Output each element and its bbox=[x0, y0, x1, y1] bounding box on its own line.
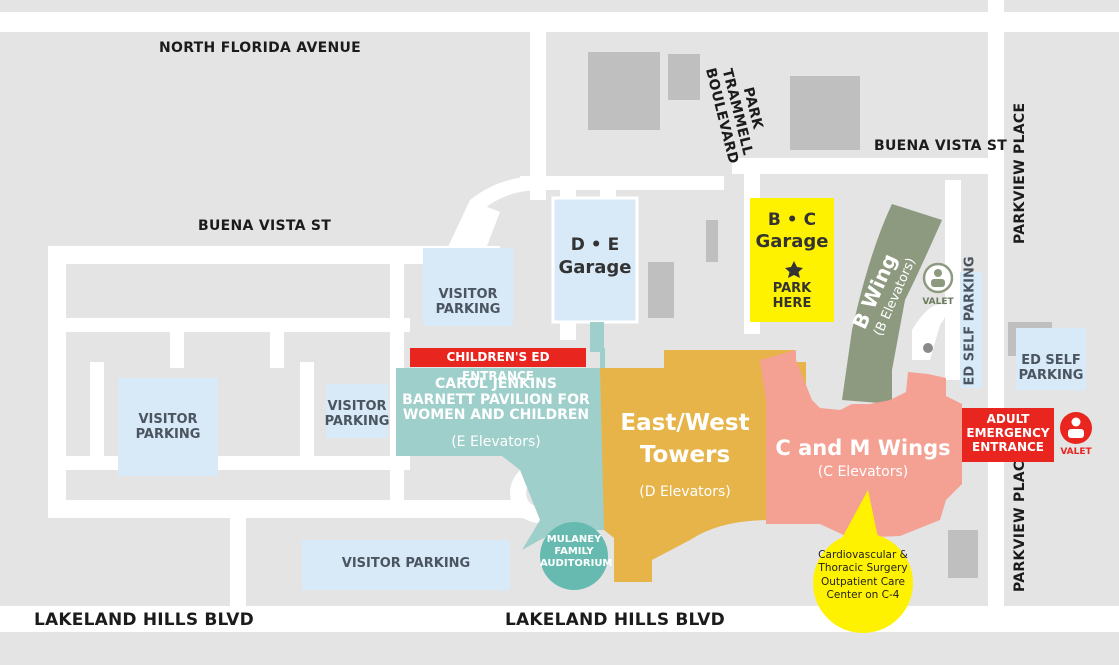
de-garage-word: Garage bbox=[558, 257, 632, 278]
pavilion-name: CAROL JENKINS BARNETT PAVILION FOR WOMEN… bbox=[402, 376, 590, 424]
towers-name-line1: East/West bbox=[620, 410, 750, 436]
valet-person-icon-right bbox=[1060, 412, 1092, 444]
visitor-parking-small-label: VISITOR PARKING bbox=[324, 399, 390, 429]
visitor-parking-top-label: VISITOR PARKING bbox=[435, 287, 501, 317]
road-buena-vista-right: BUENA VISTA ST bbox=[874, 138, 1008, 154]
star-icon bbox=[785, 261, 803, 278]
road-parkview-bottom: PARKVIEW PLACE bbox=[1011, 450, 1028, 593]
de-garage-shape bbox=[551, 196, 639, 324]
gray-buildings bbox=[588, 52, 1052, 578]
valet-label-right: VALET bbox=[1060, 447, 1092, 457]
bc-garage-park-here: PARK HERE bbox=[772, 281, 812, 311]
bc-garage-shape bbox=[750, 198, 834, 322]
towers-shape bbox=[600, 350, 806, 582]
b-wing-shape bbox=[842, 204, 942, 404]
road-parkview-top: PARKVIEW PLACE bbox=[1011, 102, 1028, 245]
pavilion-elevators: (E Elevators) bbox=[451, 434, 541, 450]
cm-wings-shape bbox=[760, 350, 962, 538]
cm-wings-name: C and M Wings bbox=[775, 436, 951, 460]
childrens-ed-entrance-tag: CHILDREN'S ED ENTRANCE bbox=[410, 348, 586, 383]
bc-garage-word: Garage bbox=[755, 231, 829, 252]
cm-wings-elevators: (C Elevators) bbox=[817, 464, 909, 480]
valet-label-top: VALET bbox=[922, 297, 954, 307]
road-lakeland-center: LAKELAND HILLS BLVD bbox=[505, 610, 725, 630]
visitor-parking-left-label: VISITOR PARKING bbox=[135, 412, 201, 442]
cardio-callout-shape bbox=[813, 533, 913, 633]
towers-name-line2: Towers bbox=[639, 442, 731, 468]
ed-self-parking-box-label: ED SELF PARKING bbox=[1018, 353, 1084, 383]
road-north-florida-avenue: NORTH FLORIDA AVENUE bbox=[159, 40, 362, 56]
parking-lots bbox=[118, 248, 1086, 590]
road-lakeland-left: LAKELAND HILLS BLVD bbox=[34, 610, 254, 630]
pavilion-shape bbox=[396, 348, 606, 550]
valet-person-icon-top bbox=[922, 262, 954, 294]
auditorium-shape bbox=[540, 522, 608, 590]
towers-elevators: (D Elevators) bbox=[639, 484, 731, 500]
ed-self-parking-vertical-label: ED SELF PARKING bbox=[962, 256, 978, 386]
cardio-callout-text: Cardiovascular & Thoracic Surgery Outpat… bbox=[818, 549, 908, 602]
adult-emergency-entrance-tag: ADULT EMERGENCY ENTRANCE bbox=[962, 408, 1054, 462]
bc-garage-name: B • C bbox=[767, 210, 817, 230]
road-buena-vista-left: BUENA VISTA ST bbox=[198, 218, 332, 234]
visitor-parking-bottom-label: VISITOR PARKING bbox=[341, 556, 471, 571]
de-garage-name: D • E bbox=[570, 235, 620, 255]
auditorium-label: MULANEY FAMILY AUDITORIUM bbox=[540, 534, 613, 569]
